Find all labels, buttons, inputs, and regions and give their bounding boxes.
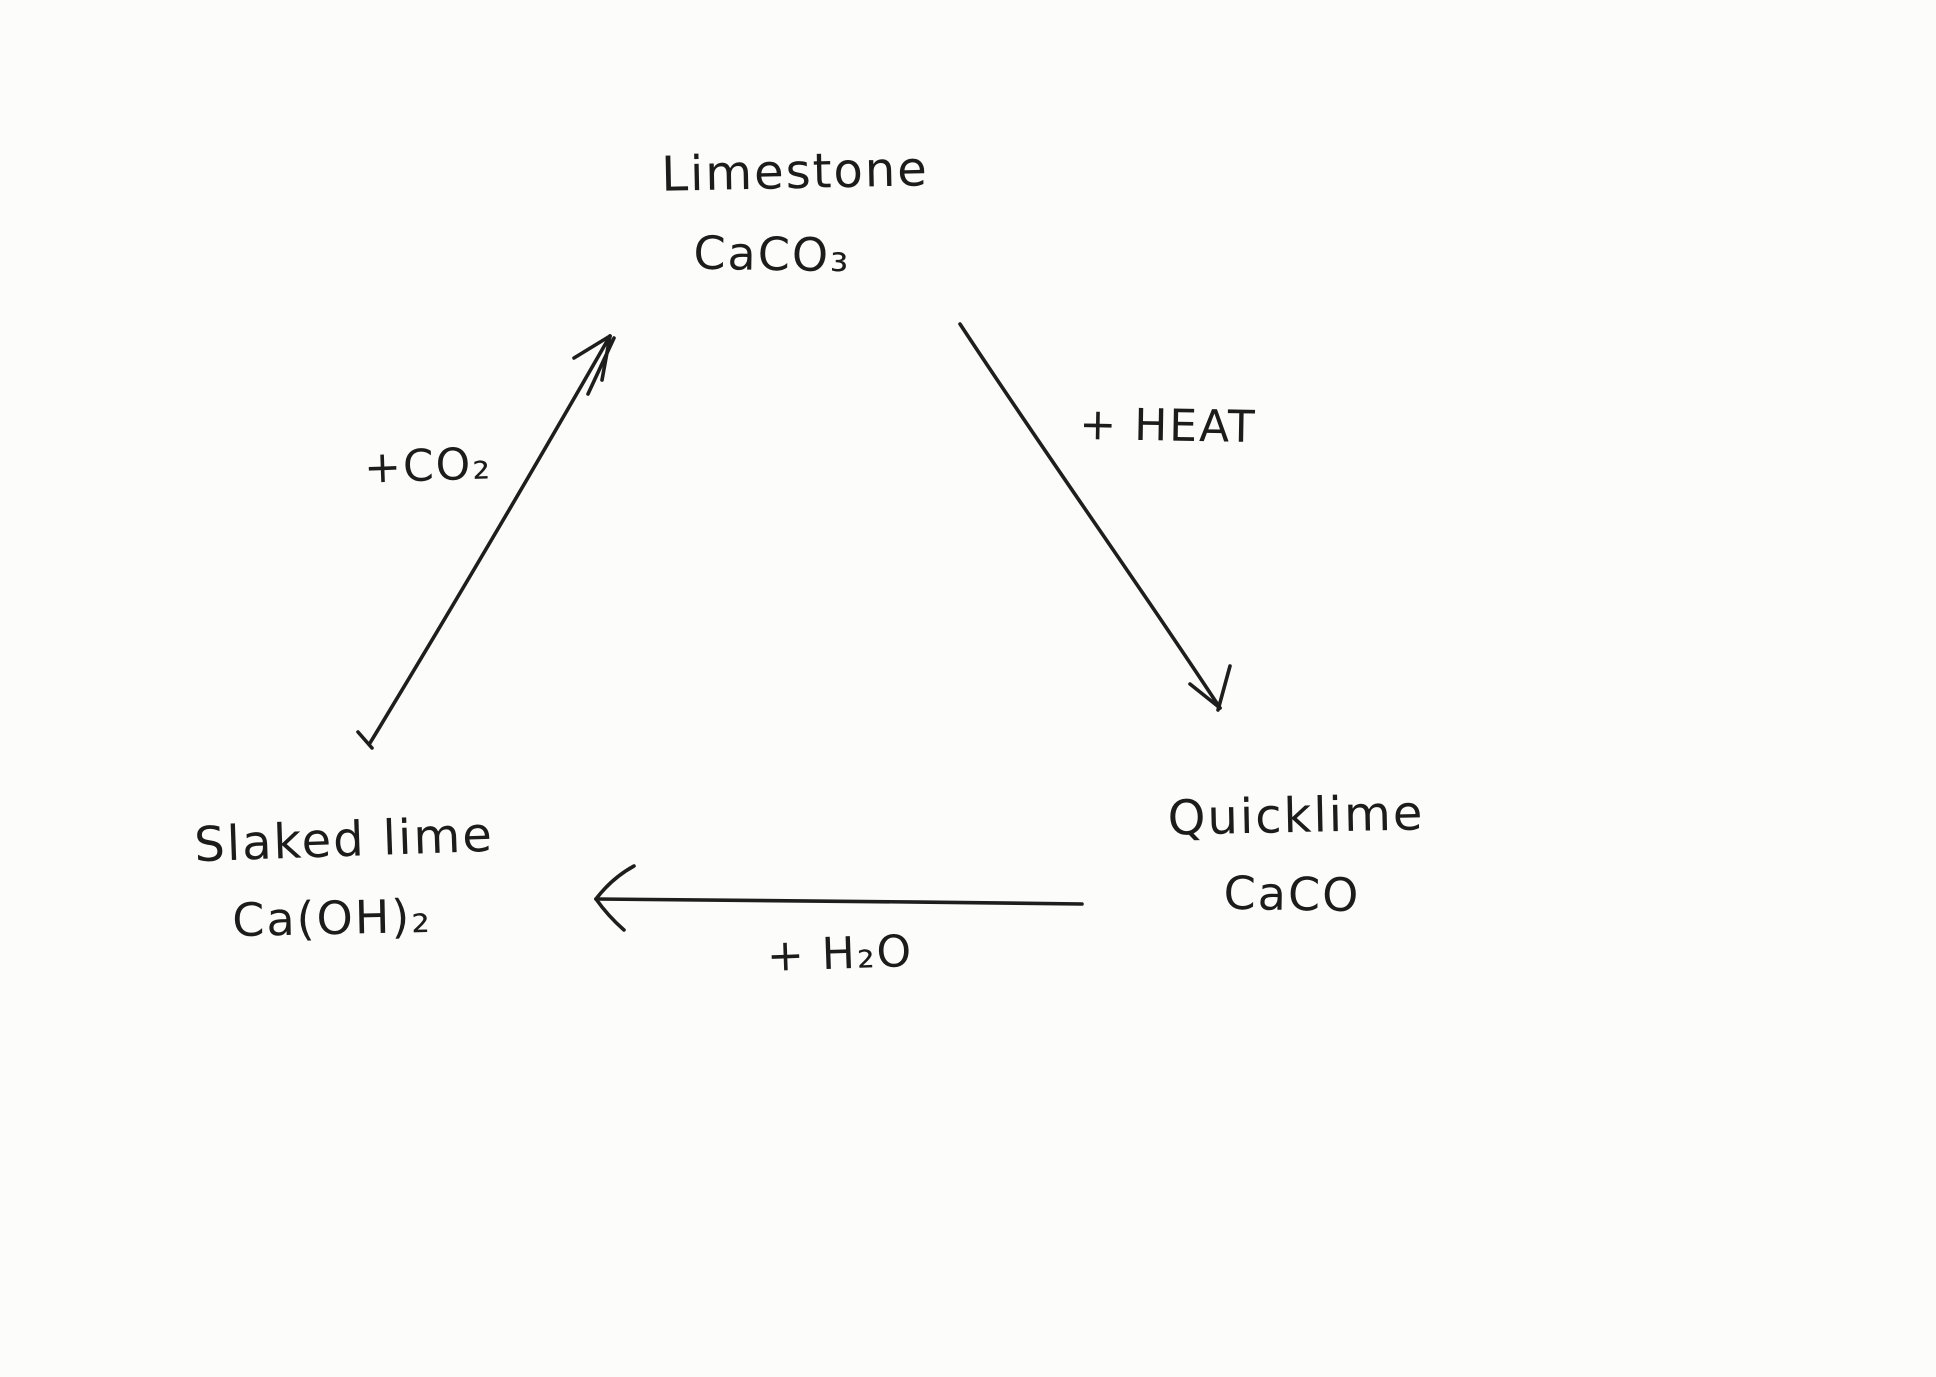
node-quicklime-name: Quicklime (1167, 785, 1425, 847)
arrow-slaked-lime-to-limestone (356, 334, 616, 750)
node-slaked-lime-name: Slaked lime (193, 806, 495, 874)
edge-label-water: + H₂O (766, 925, 914, 983)
edge-label-heat: + HEAT (1078, 398, 1258, 454)
edge-label-co2: +CO₂ (363, 438, 493, 494)
node-slaked-lime-formula: Ca(OH)₂ (231, 888, 433, 948)
node-limestone-formula: CaCO₃ (693, 225, 851, 283)
node-quicklime-formula: CaCO (1223, 865, 1361, 923)
arrow-quicklime-to-slaked-lime (594, 864, 1084, 932)
node-limestone-name: Limestone (660, 141, 930, 203)
arrow-limestone-to-quicklime (958, 322, 1232, 712)
